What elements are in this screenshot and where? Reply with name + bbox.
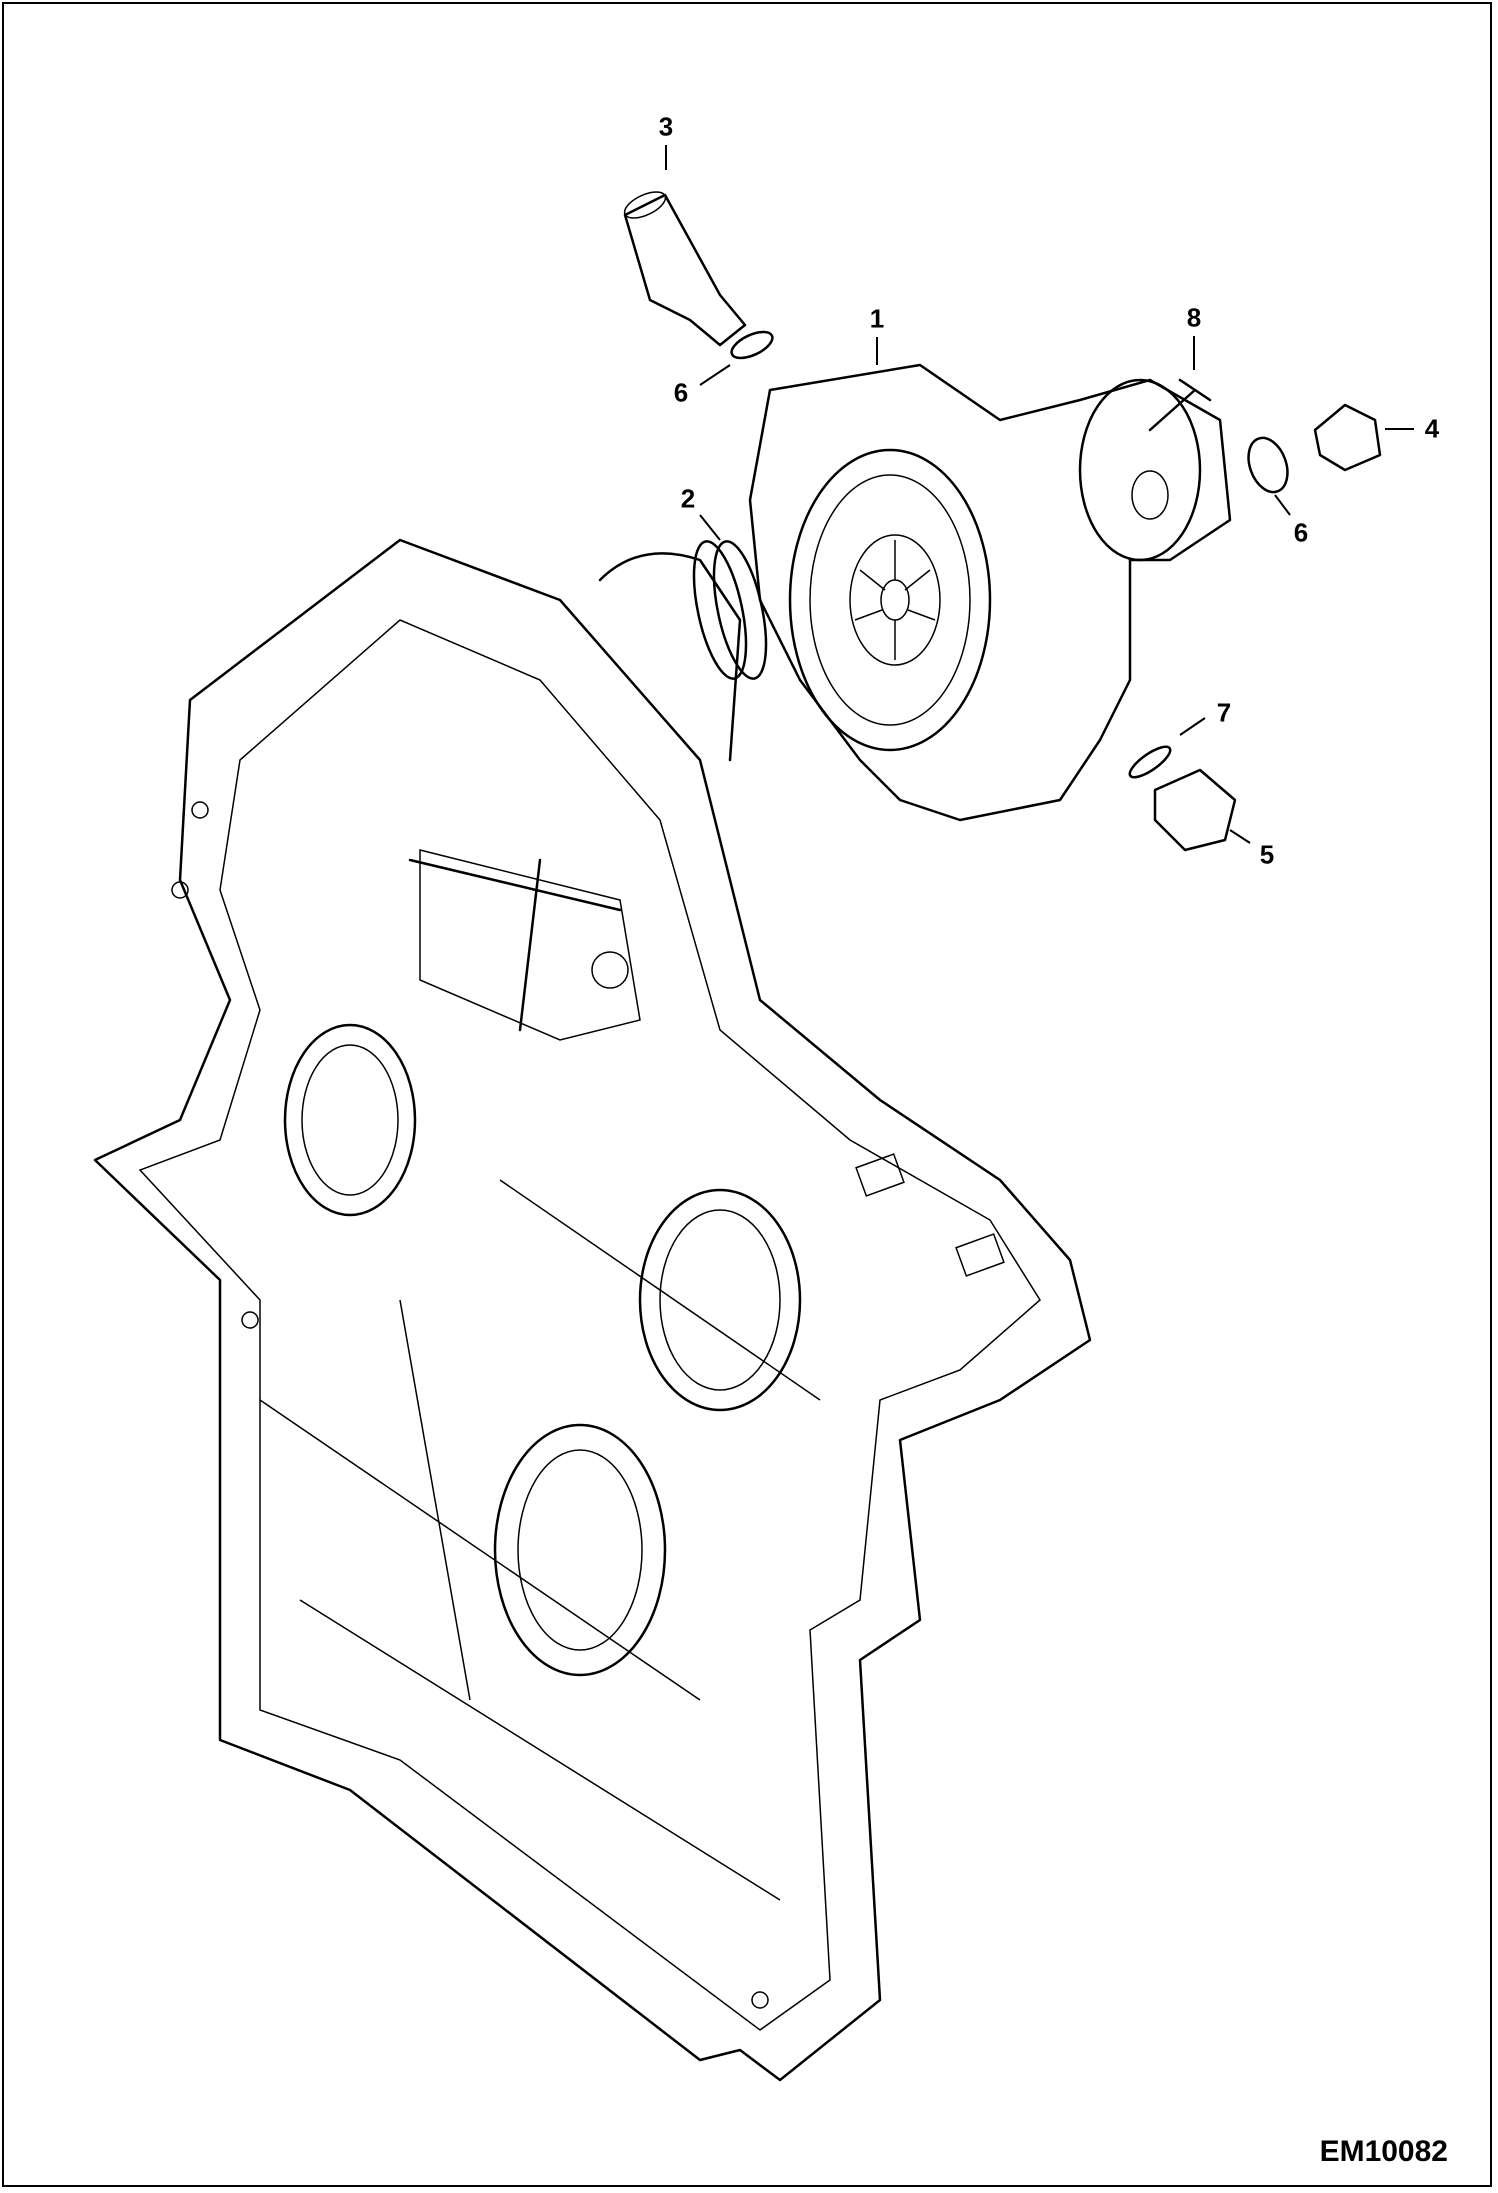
thermostat-part-3 xyxy=(623,191,774,360)
water-pump xyxy=(692,363,1232,822)
leader-lines xyxy=(665,145,1414,844)
callout-2: 2 xyxy=(680,483,696,514)
callout-5: 5 xyxy=(1259,839,1275,870)
fitting-part-5 xyxy=(1128,745,1237,852)
callout-6-plug: 6 xyxy=(1293,517,1309,548)
figure-code: EM10082 xyxy=(1319,2135,1448,2168)
callout-1: 1 xyxy=(869,303,885,334)
plug-part-4 xyxy=(1247,403,1382,494)
callout-4: 4 xyxy=(1424,413,1440,444)
timing-cover-housing xyxy=(93,538,1092,2082)
callout-3: 3 xyxy=(658,111,674,142)
callout-8: 8 xyxy=(1186,302,1202,333)
callout-6-thermostat: 6 xyxy=(673,377,689,408)
callout-7: 7 xyxy=(1216,697,1232,728)
